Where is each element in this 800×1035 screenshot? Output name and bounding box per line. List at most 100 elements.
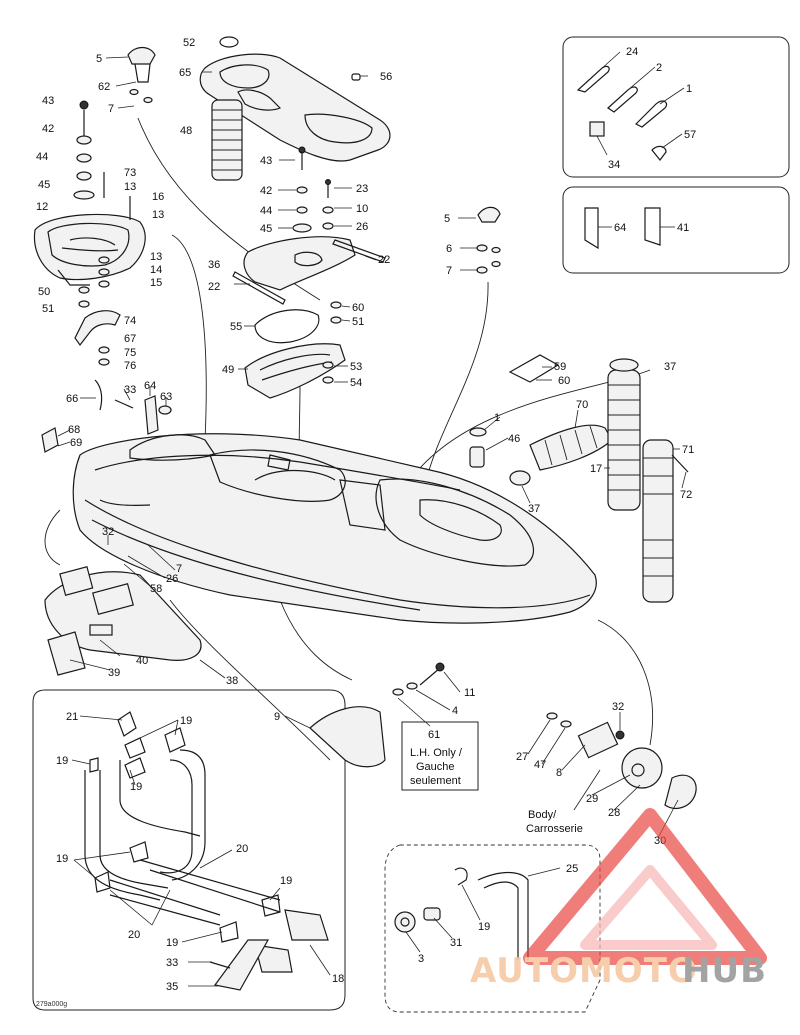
cap-37 (609, 358, 639, 372)
callout-60-center: 60 (352, 302, 364, 314)
route-line-lower-right (597, 619, 653, 746)
callout-63: 63 (160, 391, 172, 403)
watermark-logo: AUTOMOTO HUB (470, 808, 767, 991)
callout-4: 4 (452, 705, 458, 717)
callout-19-c: 19 (130, 781, 142, 793)
callout-58: 58 (150, 583, 162, 595)
callout-5: 5 (96, 53, 102, 65)
washer-51-center (330, 316, 342, 324)
side-panel (44, 565, 202, 661)
hull-body (72, 433, 597, 624)
callout-9: 9 (274, 711, 280, 723)
callout-32-right: 32 (612, 701, 624, 713)
callout-12: 12 (36, 201, 48, 213)
callout-41: 41 (677, 222, 689, 234)
callout-28: 28 (608, 807, 620, 819)
callout-32-left: 32 (102, 526, 114, 538)
callout-69: 69 (70, 437, 82, 449)
callout-labels: 5 62 7 43 42 44 45 12 73 13 16 13 13 14 … (36, 37, 696, 993)
callout-55: 55 (230, 321, 242, 333)
callout-27: 27 (516, 751, 528, 763)
cap-63 (158, 405, 172, 415)
clip-68 (41, 427, 59, 453)
bellows-48 (211, 99, 243, 181)
callout-45: 45 (38, 179, 50, 191)
callout-11: 11 (464, 687, 475, 699)
callout-38: 38 (226, 675, 238, 687)
frame-49 (244, 343, 346, 399)
callout-75: 75 (124, 347, 136, 359)
callout-56: 56 (380, 71, 392, 83)
callout-43: 43 (42, 95, 54, 107)
nut-54 (322, 376, 334, 384)
callout-65: 65 (179, 67, 191, 79)
reference-code: 279a000g (36, 1001, 67, 1008)
callout-3: 3 (418, 953, 424, 965)
washer-stack-right (476, 244, 501, 274)
callout-42: 42 (42, 123, 54, 135)
route-line-rail (169, 599, 331, 761)
callout-21: 21 (66, 711, 78, 723)
callout-70: 70 (576, 399, 588, 411)
callout-73: 73 (124, 167, 136, 179)
drain-kit (394, 867, 529, 960)
bellows-71 (642, 439, 674, 603)
screw-33-upper (114, 399, 134, 409)
vent-tube-59 (508, 354, 560, 383)
screw-72 (671, 454, 689, 473)
logo-triangle-outer (523, 808, 767, 965)
callout-1: 1 (686, 83, 692, 95)
callout-19-b: 19 (56, 755, 68, 767)
fastener-11-4 (392, 662, 445, 696)
callout-46: 46 (508, 433, 520, 445)
note-lh-only-2: Gauche (416, 761, 455, 773)
callout-1-mid: 1 (494, 412, 500, 424)
screw-33-lower (209, 961, 231, 969)
note-body-1: Body/ (528, 809, 557, 821)
fastener-stack-left (73, 100, 95, 200)
callout-51-center: 51 (352, 316, 364, 328)
seat-assembly (33, 213, 146, 286)
route-line-bottom (279, 599, 353, 681)
callout-68: 68 (68, 424, 80, 436)
end-cap-18 (284, 909, 329, 941)
callout-6: 6 (446, 243, 452, 255)
callout-34: 34 (608, 159, 620, 171)
note-lh-only-1: L.H. Only / (410, 747, 463, 759)
callout-7-left: 7 (176, 563, 182, 575)
callout-61: 61 (428, 729, 440, 741)
callout-7: 7 (108, 103, 114, 115)
callout-71: 71 (682, 444, 694, 456)
callout-52: 52 (183, 37, 195, 49)
clip-kit-items (576, 65, 668, 161)
callout-60: 60 (558, 375, 570, 387)
fastener-stack-center (292, 146, 312, 233)
fastener-kit-items (584, 207, 661, 250)
route-line-left-loop (44, 509, 61, 566)
rail-clamps (89, 711, 281, 943)
callout-31: 31 (450, 937, 462, 949)
callout-48: 48 (180, 125, 192, 137)
bracket-64 (144, 395, 159, 435)
callout-17: 17 (590, 463, 602, 475)
callout-74: 74 (124, 315, 136, 327)
callout-13: 13 (124, 181, 136, 193)
callout-19-g: 19 (478, 921, 490, 933)
callout-29: 29 (586, 793, 598, 805)
callout-72: 72 (680, 489, 692, 501)
fitting-46 (469, 427, 487, 468)
body-mount-parts (546, 712, 697, 809)
fastener-kit-box (562, 186, 790, 274)
callout-53: 53 (350, 361, 362, 373)
bracket-35 (213, 939, 270, 991)
callout-5-right: 5 (444, 213, 450, 225)
clip-kit-box (562, 36, 790, 178)
callout-2: 2 (656, 62, 662, 74)
callout-26-left: 26 (166, 573, 178, 585)
callout-44b: 44 (260, 205, 272, 217)
vent-cover-plate (199, 53, 391, 162)
nut-53 (322, 361, 334, 369)
note-lh-only-3: seulement (410, 775, 461, 787)
callout-19-f: 19 (166, 937, 178, 949)
mount-plate-36 (243, 236, 356, 291)
